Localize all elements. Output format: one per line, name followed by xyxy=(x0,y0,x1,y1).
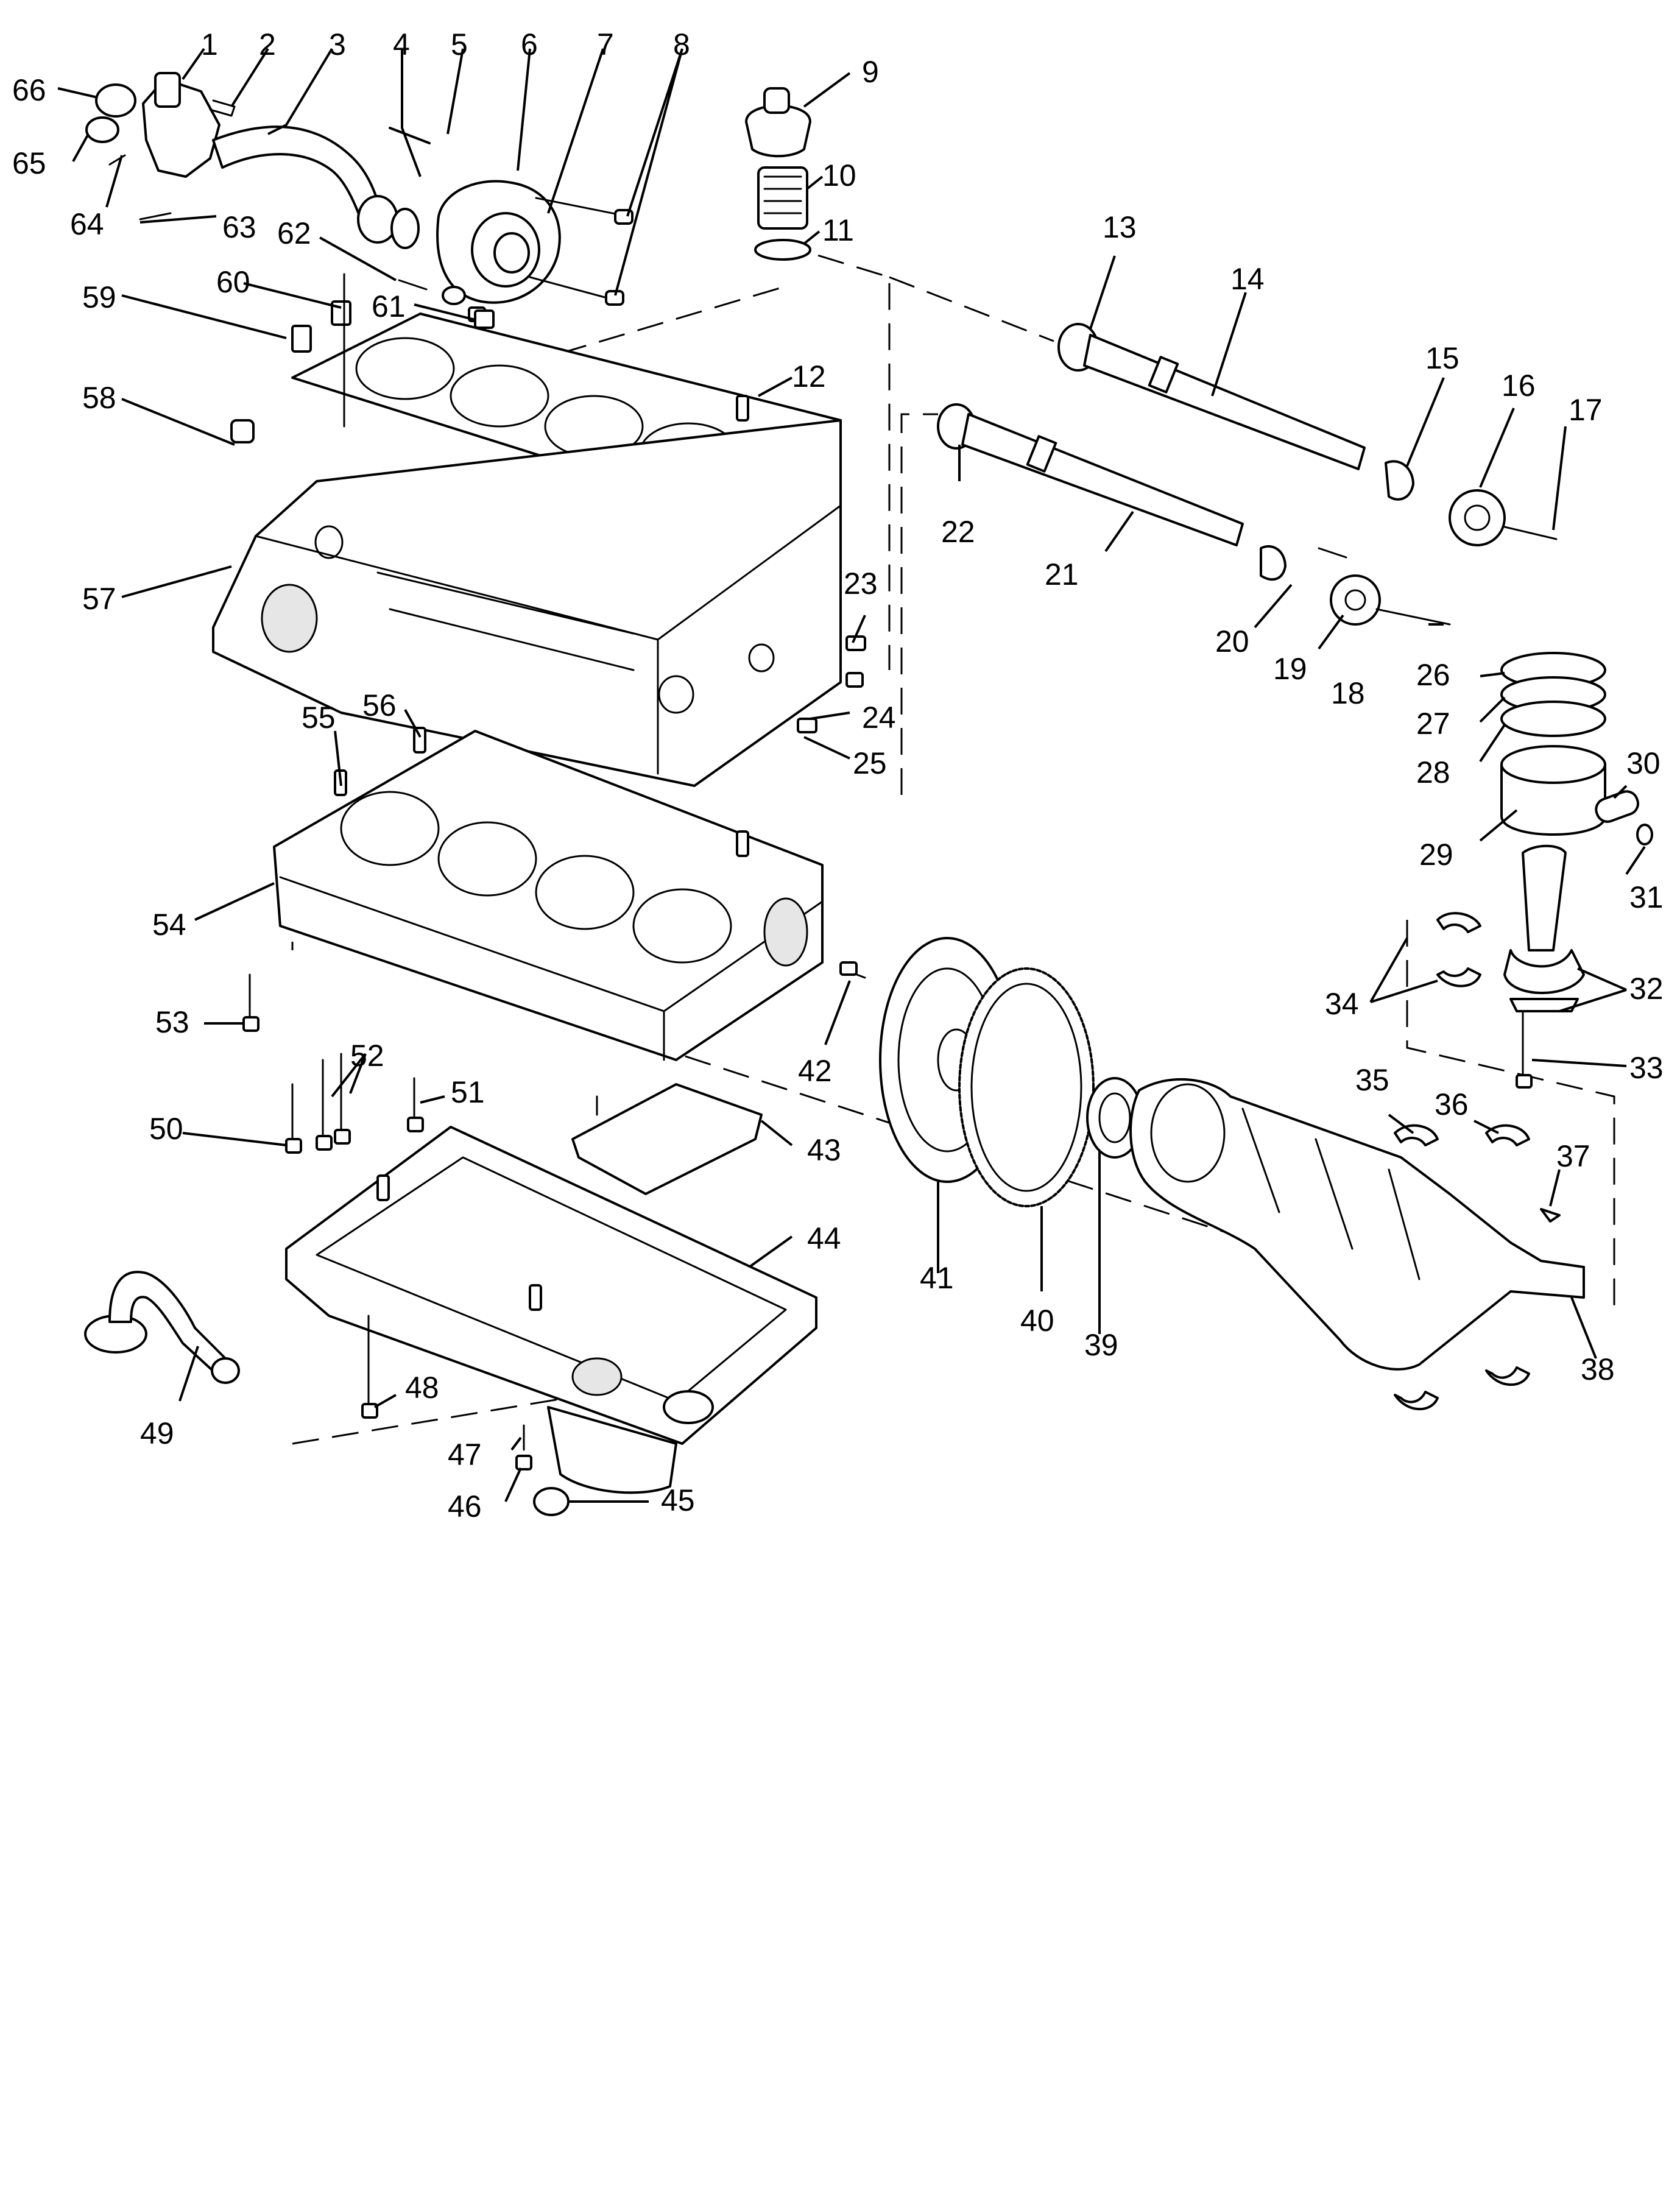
callout-62: 62 xyxy=(277,216,311,250)
callout-11: 11 xyxy=(822,213,854,247)
callout-4: 4 xyxy=(393,27,410,62)
callout-46: 46 xyxy=(448,1489,482,1523)
callout-7: 7 xyxy=(597,27,614,62)
callout-36: 36 xyxy=(1435,1087,1469,1121)
camshaft-assembly xyxy=(937,323,1558,626)
callout-34: 34 xyxy=(1325,987,1359,1021)
callout-labels: 1 2 3 4 5 6 7 8 9 10 11 12 13 14 15 16 1… xyxy=(12,27,1664,1523)
callout-39: 39 xyxy=(1084,1328,1118,1362)
callout-26: 26 xyxy=(1416,658,1450,692)
callout-8: 8 xyxy=(673,27,690,62)
leader-lines xyxy=(57,48,1646,1503)
callout-61: 61 xyxy=(372,289,406,323)
callout-43: 43 xyxy=(807,1133,841,1167)
callout-51: 51 xyxy=(451,1075,485,1109)
callout-50: 50 xyxy=(149,1112,183,1146)
oil-pickup-tube xyxy=(84,1271,240,1384)
callout-52: 52 xyxy=(350,1039,384,1073)
callout-57: 57 xyxy=(82,582,116,616)
callout-2: 2 xyxy=(259,27,276,62)
callout-24: 24 xyxy=(862,701,896,735)
callout-12: 12 xyxy=(792,359,826,394)
oil-filter-assembly xyxy=(745,87,811,261)
callout-59: 59 xyxy=(82,280,116,314)
callout-66: 66 xyxy=(12,73,46,107)
callout-15: 15 xyxy=(1425,341,1459,375)
callout-30: 30 xyxy=(1626,746,1661,780)
callout-10: 10 xyxy=(822,158,856,192)
callout-60: 60 xyxy=(216,265,250,299)
callout-27: 27 xyxy=(1416,707,1450,741)
cylinder-block xyxy=(212,273,866,787)
callout-16: 16 xyxy=(1502,369,1536,403)
water-outlet-assembly xyxy=(85,72,420,249)
callout-41: 41 xyxy=(920,1261,954,1295)
callout-40: 40 xyxy=(1020,1304,1054,1338)
callout-42: 42 xyxy=(798,1054,832,1088)
callout-13: 13 xyxy=(1103,210,1137,244)
callout-18: 18 xyxy=(1331,676,1365,710)
callout-33: 33 xyxy=(1629,1051,1664,1085)
callout-54: 54 xyxy=(152,908,186,942)
callout-55: 55 xyxy=(302,701,336,735)
callout-44: 44 xyxy=(807,1221,841,1255)
callout-1: 1 xyxy=(201,27,218,62)
callout-23: 23 xyxy=(844,567,878,601)
callout-22: 22 xyxy=(941,515,975,549)
oil-pan-assembly xyxy=(285,1083,817,1516)
callout-25: 25 xyxy=(853,746,887,780)
callout-19: 19 xyxy=(1273,652,1307,686)
callout-49: 49 xyxy=(140,1416,174,1450)
crankcase-bedplate xyxy=(273,727,824,1061)
callout-5: 5 xyxy=(451,27,468,62)
callout-20: 20 xyxy=(1215,624,1249,658)
callout-38: 38 xyxy=(1581,1352,1615,1386)
callout-14: 14 xyxy=(1230,262,1265,296)
callout-37: 37 xyxy=(1556,1139,1590,1173)
bedplate-bolts xyxy=(242,973,424,1154)
callout-48: 48 xyxy=(405,1371,439,1405)
water-pump-assembly xyxy=(389,127,634,322)
callout-17: 17 xyxy=(1569,393,1603,427)
callout-3: 3 xyxy=(329,27,346,62)
callout-45: 45 xyxy=(661,1483,695,1517)
callout-6: 6 xyxy=(521,27,538,62)
crankshaft-assembly xyxy=(1129,1078,1585,1411)
callout-31: 31 xyxy=(1629,880,1664,914)
callout-56: 56 xyxy=(362,688,397,722)
callout-65: 65 xyxy=(12,146,46,180)
callout-9: 9 xyxy=(862,55,879,89)
callout-35: 35 xyxy=(1355,1063,1389,1097)
callout-47: 47 xyxy=(448,1438,482,1472)
callout-32: 32 xyxy=(1629,972,1664,1006)
callout-64: 64 xyxy=(70,207,104,241)
flywheel-assembly xyxy=(839,937,1143,1207)
callout-29: 29 xyxy=(1419,838,1453,872)
callout-28: 28 xyxy=(1416,755,1450,789)
callout-21: 21 xyxy=(1045,557,1079,591)
piston-connecting-rod xyxy=(1436,652,1653,1089)
callout-53: 53 xyxy=(155,1005,189,1039)
callout-58: 58 xyxy=(82,381,116,415)
callout-63: 63 xyxy=(222,210,256,244)
